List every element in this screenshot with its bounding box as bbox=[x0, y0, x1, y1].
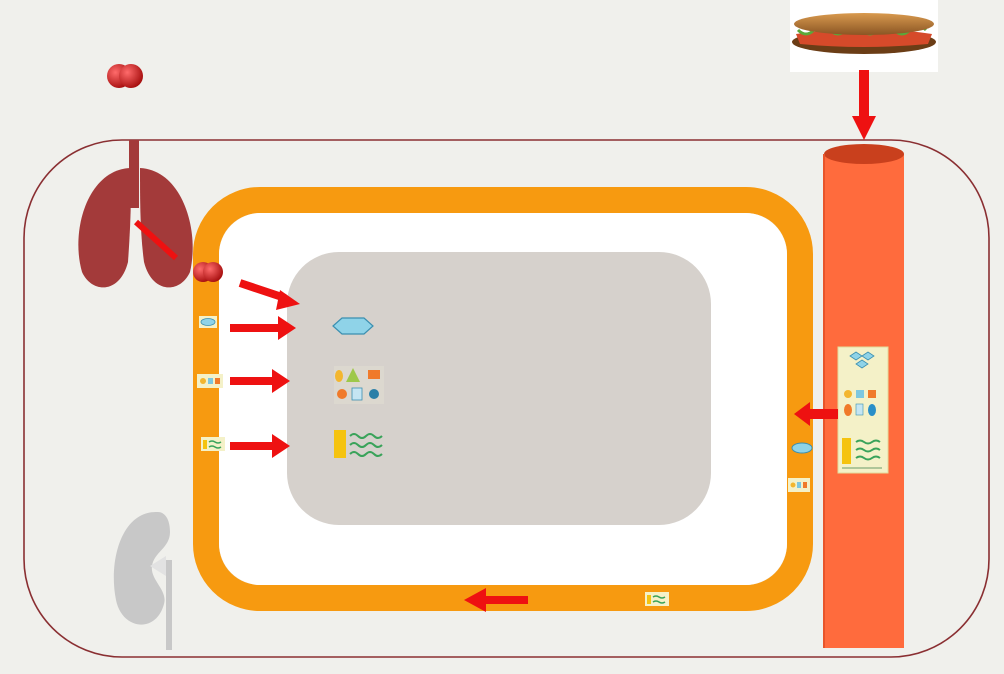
fats-marker-left bbox=[197, 374, 223, 388]
oxygen-in-blood-icon bbox=[193, 262, 223, 282]
amino-marker-left bbox=[201, 437, 225, 451]
sandwich-icon bbox=[790, 0, 938, 72]
sugar-marker-right bbox=[792, 443, 812, 453]
fat-molecules-icon bbox=[334, 366, 384, 404]
sugar-marker-left bbox=[199, 316, 217, 328]
glucose-icon bbox=[333, 318, 373, 334]
oxygen-molecule-icon bbox=[107, 64, 143, 88]
nutrient-card bbox=[838, 347, 888, 473]
amino-marker-bottom bbox=[645, 592, 669, 606]
fats-marker-right bbox=[788, 478, 810, 492]
